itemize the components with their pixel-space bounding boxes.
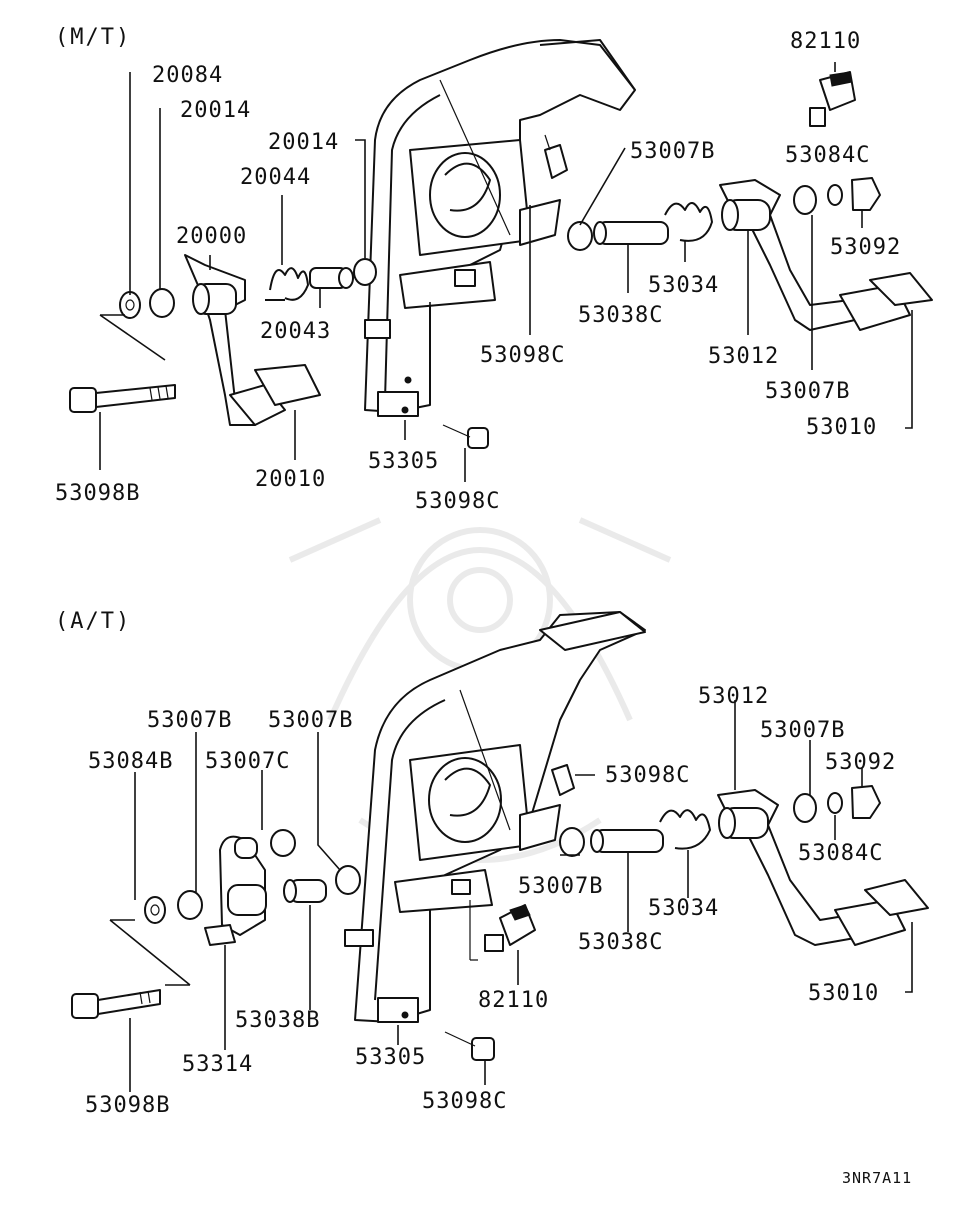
at-callout-17: 53305	[355, 1045, 426, 1070]
mt-collar-53038c	[593, 221, 669, 245]
at-stop-switch-82110	[484, 904, 536, 952]
at-callout-12: 53038C	[578, 930, 663, 955]
at-bushing-53007b3	[559, 827, 585, 857]
at-callout-3: 53007C	[205, 749, 290, 774]
at-callout-1: 53084B	[88, 749, 173, 774]
mt-nut-53092	[851, 177, 881, 211]
at-bushing-53007b2	[335, 865, 361, 895]
mt-callout-5: 20000	[176, 224, 247, 249]
mt-callout-7: 53098B	[55, 481, 140, 506]
mt-bushing-53007b	[567, 221, 593, 251]
at-callout-4: 53007B	[268, 708, 353, 733]
at-header: (A/T)	[55, 609, 131, 634]
at-section: (A/T)	[55, 609, 929, 1118]
at-washer-53084c	[827, 792, 843, 814]
at-leaders	[109, 700, 913, 1092]
mt-spring-53034	[664, 202, 713, 242]
at-nut-53092	[851, 785, 881, 819]
mt-bushing-20014b	[353, 258, 377, 286]
at-callout-7: 53007B	[760, 718, 845, 743]
mt-callout-12: 53098C	[480, 343, 565, 368]
mt-bolt-53098c-upper	[544, 134, 568, 179]
at-washer-53084b	[144, 896, 166, 924]
at-callout-13: 82110	[478, 988, 549, 1013]
mt-clutch-pedal	[184, 254, 321, 426]
mt-washer-20084	[119, 291, 141, 319]
mt-callout-4: 20044	[240, 165, 311, 190]
mt-callout-2: 20014	[180, 98, 251, 123]
mt-callout-6: 20043	[260, 319, 331, 344]
at-callout-8: 53092	[825, 750, 896, 775]
at-callout-9: 53084C	[798, 841, 883, 866]
mt-brake-pedal	[719, 179, 933, 331]
mt-callout-17: 53092	[830, 235, 901, 260]
mt-bushing-20014	[149, 288, 175, 318]
mt-callout-9: 53007B	[630, 139, 715, 164]
at-bolt-53098c-upper	[551, 764, 575, 796]
mt-callout-11: 53038C	[578, 303, 663, 328]
mt-spring-20044	[265, 267, 309, 301]
at-callout-6: 53012	[698, 684, 769, 709]
at-brake-pedal	[717, 789, 929, 946]
mt-callout-19: 53007B	[765, 379, 850, 404]
mt-section: (M/T)	[55, 25, 933, 514]
at-pedal-bracket	[344, 611, 646, 1023]
mt-bolt-53098c-lower	[442, 424, 489, 449]
at-callout-11: 53034	[648, 896, 719, 921]
at-callout-19: 53098B	[85, 1093, 170, 1118]
at-spring-53034	[659, 809, 711, 850]
mt-callout-3: 20014	[268, 130, 339, 155]
mt-callout-15: 82110	[790, 29, 861, 54]
at-callout-10: 53007B	[518, 874, 603, 899]
mt-callout-10: 53034	[648, 273, 719, 298]
at-callout-18: 53098C	[422, 1089, 507, 1114]
mt-leaders	[99, 62, 913, 482]
mt-bushing-53007b2	[793, 185, 817, 215]
at-callout-2: 53007B	[147, 708, 232, 733]
mt-bolt-53098b	[69, 384, 176, 413]
mt-callout-18: 53012	[708, 344, 779, 369]
mt-header: (M/T)	[55, 25, 131, 50]
at-collar-53038c	[590, 829, 664, 853]
mt-callout-13: 53305	[368, 449, 439, 474]
at-bushing-53007b4	[793, 793, 817, 823]
mt-washer-53084c	[827, 184, 843, 206]
mt-stop-switch-82110	[809, 71, 856, 127]
at-bolt-53098b	[71, 989, 161, 1019]
mt-callout-14: 53098C	[415, 489, 500, 514]
at-collar-53038b	[283, 879, 327, 903]
at-callout-14: 53010	[808, 981, 879, 1006]
mt-callout-1: 20084	[152, 63, 223, 88]
at-lever-53314	[204, 835, 267, 946]
mt-callout-8: 20010	[255, 467, 326, 492]
at-bushing-53007c	[270, 829, 296, 857]
mt-collar-20043	[309, 267, 354, 289]
at-callout-15: 53038B	[235, 1008, 320, 1033]
at-bushing-53007b	[177, 890, 203, 920]
mt-callout-16: 53084C	[785, 143, 870, 168]
at-bolt-53098c-lower	[444, 1031, 495, 1061]
mt-callout-20: 53010	[806, 415, 877, 440]
at-callout-16: 53314	[182, 1052, 253, 1077]
figure-code: 3NR7A11	[842, 1169, 912, 1187]
mt-pedal-bracket	[364, 39, 636, 417]
at-callout-5: 53098C	[605, 763, 690, 788]
